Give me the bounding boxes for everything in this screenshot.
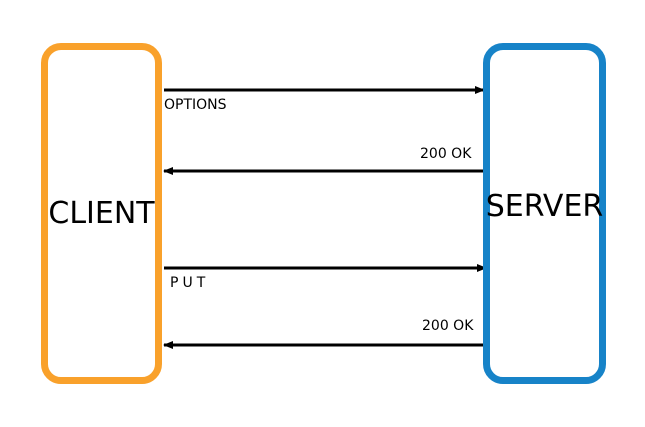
server-box: SERVER: [483, 43, 606, 384]
server-label: SERVER: [485, 189, 604, 224]
ok-response-label-2: 200 OK: [422, 318, 474, 334]
put-label: PUT: [170, 275, 210, 291]
client-label: CLIENT: [48, 196, 155, 231]
options-label: OPTIONS: [164, 97, 227, 113]
ok-response-label-1: 200 OK: [420, 146, 472, 162]
client-box: CLIENT: [41, 43, 162, 384]
